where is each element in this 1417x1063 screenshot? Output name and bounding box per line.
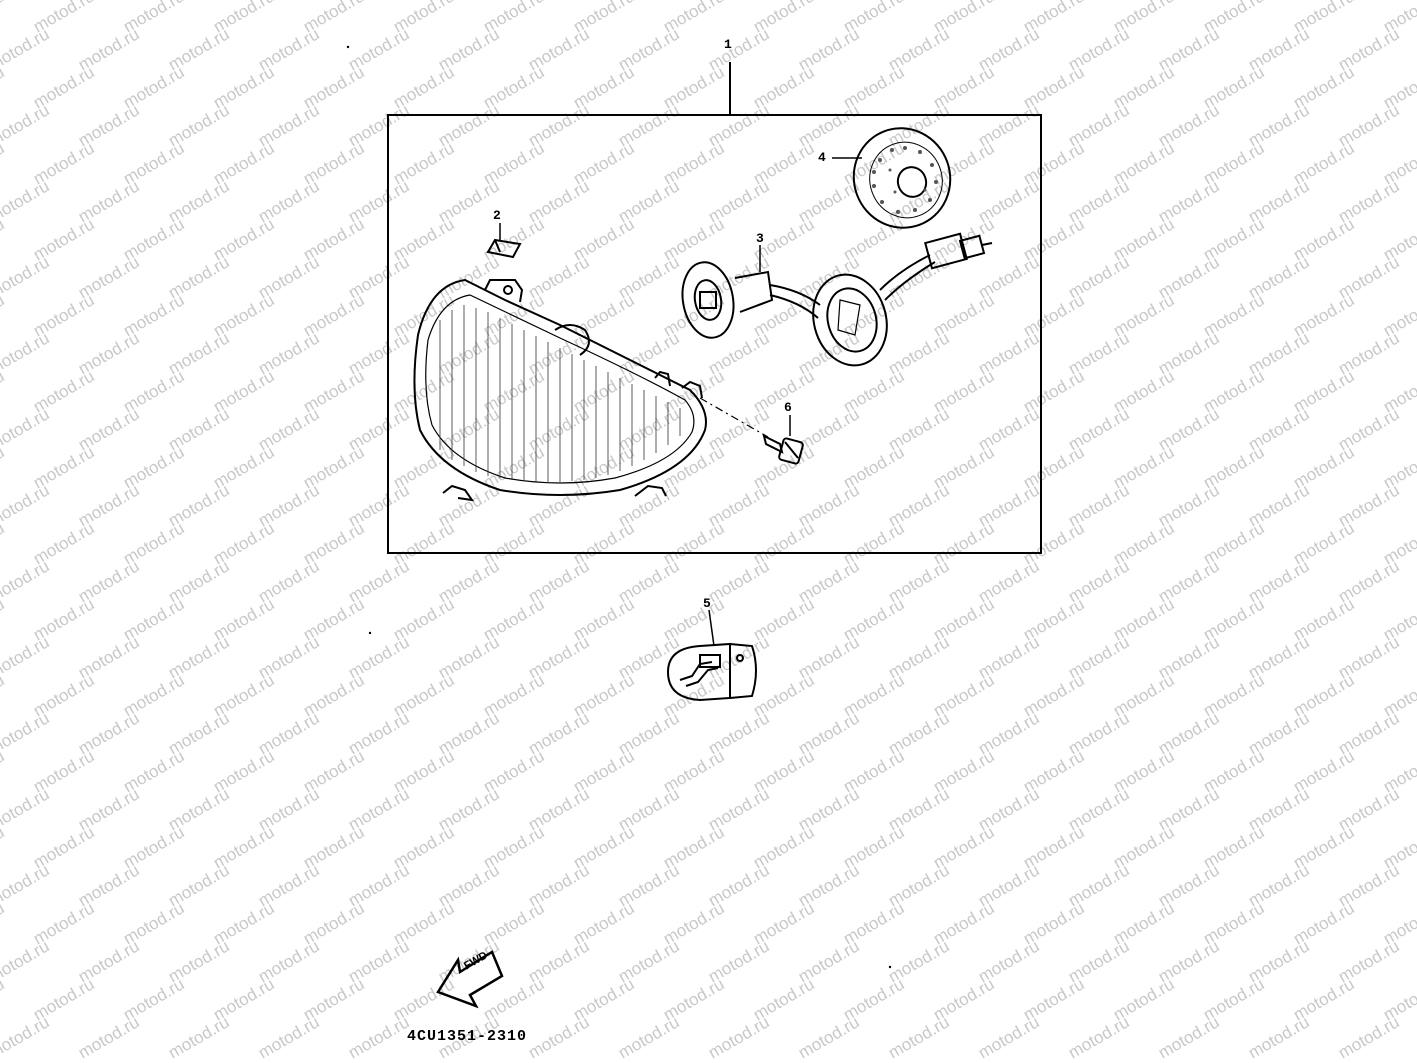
headlight-lens-icon <box>413 278 707 502</box>
clip-icon <box>486 238 522 259</box>
bulb-icon <box>666 642 757 702</box>
cover-icon <box>852 127 952 229</box>
screw-icon <box>762 434 804 465</box>
callout-5: 5 <box>703 596 711 611</box>
part-code: 4CU1351-2310 <box>407 1028 528 1045</box>
callout-4: 4 <box>818 150 826 165</box>
callout-3: 3 <box>756 231 764 246</box>
assembly-frame <box>387 114 1042 554</box>
centerline <box>699 397 769 438</box>
fwd-arrow-icon <box>436 950 504 1009</box>
callout-2: 2 <box>493 208 501 223</box>
leader-5 <box>708 609 715 647</box>
callout-6: 6 <box>784 400 792 415</box>
callout-1: 1 <box>724 37 732 52</box>
socket-cord-icon <box>681 232 993 367</box>
